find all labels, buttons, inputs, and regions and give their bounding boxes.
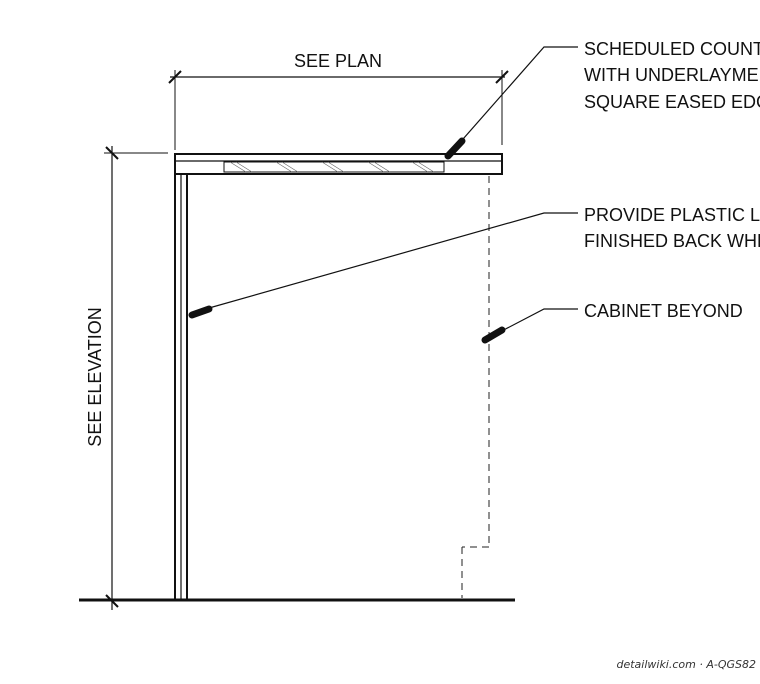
countertop-underlayment (223, 161, 445, 173)
countertop (174, 153, 503, 175)
plan-dimension: SEE PLAN (168, 51, 509, 150)
leader-bullet-laminate (188, 305, 213, 319)
elevation-dimension: SEE ELEVATION (85, 146, 168, 610)
support-panel (174, 174, 188, 600)
elevation-tick-top (105, 146, 119, 160)
plan-dimension-label: SEE PLAN (294, 51, 382, 71)
leader-bullet-countertop (444, 137, 466, 160)
note-laminate-line-1: PROVIDE PLASTIC LA (584, 205, 760, 225)
underlayment-hatch (229, 161, 435, 173)
note-countertop: SCHEDULED COUNTE WITH UNDERLAYMEN SQUARE… (584, 39, 760, 112)
note-laminate: PROVIDE PLASTIC LA FINISHED BACK WHE (584, 205, 760, 251)
note-countertop-line-1: SCHEDULED COUNTE (584, 39, 760, 59)
leader-countertop (444, 46, 578, 160)
note-cabinet-beyond: CABINET BEYOND (584, 301, 743, 321)
elevation-dimension-label: SEE ELEVATION (85, 307, 105, 446)
plan-tick-left (168, 70, 182, 84)
cabinet-beyond-outline (461, 176, 490, 598)
note-laminate-line-2: FINISHED BACK WHE (584, 231, 760, 251)
leader-laminate (188, 212, 578, 319)
plan-tick-right (495, 70, 509, 84)
leader-bullet-cabinet (481, 326, 506, 344)
leader-cabinet (481, 308, 578, 344)
watermark: detailwiki.com · A-QGS82 (616, 658, 756, 671)
note-countertop-line-2: WITH UNDERLAYMEN (584, 65, 760, 85)
note-countertop-line-3: SQUARE EASED EDG (584, 92, 760, 112)
